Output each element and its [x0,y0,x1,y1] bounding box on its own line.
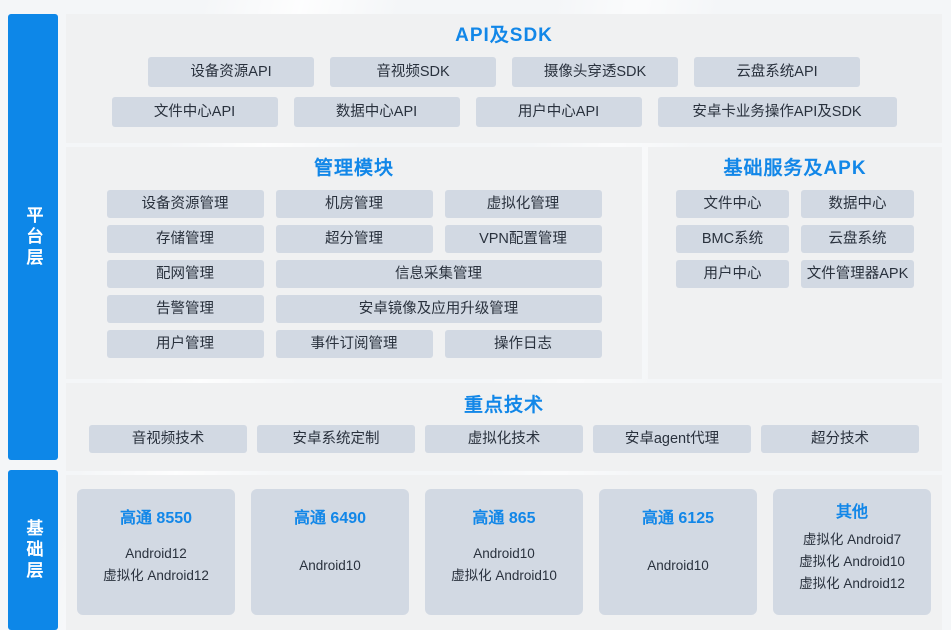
hardware-card-line: 虚拟化 Android7 [802,532,902,547]
hardware-card-line: Android10 [473,546,535,561]
chip-item[interactable]: 设备资源管理 [106,190,264,218]
management-chip-grid: 设备资源管理 机房管理 虚拟化管理 存储管理 超分管理 VPN配置管理 配网管理… [66,190,642,358]
hardware-card-title: 高通 6125 [641,510,715,527]
layer-bar-base: 基础层 [8,470,58,630]
hardware-card-lines: 虚拟化 Android7 虚拟化 Android10 虚拟化 Android12 [799,529,905,595]
layer-bar-base-label: 基础层 [23,518,43,582]
chip-item[interactable]: 超分管理 [275,225,433,253]
management-chip-row: 用户管理 事件订阅管理 操作日志 [76,330,632,358]
service-chip-row: 文件中心 数据中心 [658,190,932,218]
chip-item[interactable]: 告警管理 [106,295,264,323]
hardware-card-line: Android10 [647,558,709,573]
chip-item[interactable]: 安卓系统定制 [257,425,415,453]
section-title-basic-services: 基础服务及APK [723,158,867,179]
hardware-card[interactable]: 高通 865 Android10 虚拟化 Android10 [425,489,583,615]
chip-item[interactable]: 音视频SDK [330,57,496,87]
panel-basic-services-apk: 基础服务及APK 文件中心 数据中心 BMC系统 云盘系统 用户中心 文件管理器… [648,147,942,379]
chip-item[interactable]: 存储管理 [106,225,264,253]
bottom-edge-divider [0,630,951,635]
chip-item[interactable]: 摄像头穿透SDK [512,57,678,87]
tech-chip-grid: 音视频技术 安卓系统定制 虚拟化技术 安卓agent代理 超分技术 [66,425,942,453]
api-chip-grid: 设备资源API 音视频SDK 摄像头穿透SDK 云盘系统API 文件中心API … [66,57,942,127]
chip-item[interactable]: 文件中心API [111,97,278,127]
hardware-card-title: 高通 6490 [293,510,367,527]
chip-item[interactable]: 安卓镜像及应用升级管理 [275,295,602,323]
service-chip-grid: 文件中心 数据中心 BMC系统 云盘系统 用户中心 文件管理器APK [648,190,942,288]
chip-item[interactable]: 云盘系统API [694,57,860,87]
hardware-card-lines: Android12 虚拟化 Android12 [103,543,209,587]
chip-item[interactable]: 安卓卡业务操作API及SDK [657,97,897,127]
management-chip-row: 告警管理 安卓镜像及应用升级管理 [76,295,632,323]
hardware-card-title: 高通 865 [472,510,536,527]
hardware-card-lines: Android10 [647,555,709,577]
panel-base-hardware: 高通 8550 Android12 虚拟化 Android12 高通 6490 … [66,475,942,630]
hardware-card-line: 虚拟化 Android10 [799,553,905,569]
service-chip-row: BMC系统 云盘系统 [658,225,932,253]
panel-management-modules: 管理模块 设备资源管理 机房管理 虚拟化管理 存储管理 超分管理 VPN配置管理… [66,147,642,379]
management-chip-row: 存储管理 超分管理 VPN配置管理 [76,225,632,253]
chip-item[interactable]: 用户中心API [475,97,642,127]
chip-item[interactable]: 配网管理 [106,260,264,288]
chip-item[interactable]: 设备资源API [148,57,314,87]
layer-bar-platform-label: 平台层 [23,205,43,269]
hardware-card-title: 其他 [835,504,868,521]
hardware-card-title: 高通 8550 [119,510,193,527]
api-chip-row: 设备资源API 音视频SDK 摄像头穿透SDK 云盘系统API [66,57,942,87]
tech-chip-row: 音视频技术 安卓系统定制 虚拟化技术 安卓agent代理 超分技术 [66,425,942,453]
hardware-card[interactable]: 高通 6125 Android10 [599,489,757,615]
hardware-card-line: 虚拟化 Android12 [103,567,209,583]
section-title-management: 管理模块 [313,158,394,179]
chip-item[interactable]: 虚拟化管理 [444,190,602,218]
hardware-card-line: 虚拟化 Android10 [451,567,557,583]
chip-item[interactable]: 机房管理 [275,190,433,218]
chip-item[interactable]: 云盘系统 [801,225,914,253]
base-card-row: 高通 8550 Android12 虚拟化 Android12 高通 6490 … [66,475,942,615]
hardware-card-lines: Android10 [299,555,361,577]
section-title-key-technologies: 重点技术 [463,395,544,416]
hardware-card-line: 虚拟化 Android12 [799,575,905,591]
service-chip-row: 用户中心 文件管理器APK [658,260,932,288]
section-title-api-sdk: API及SDK [455,25,553,46]
management-chip-row: 配网管理 信息采集管理 [76,260,632,288]
panel-key-technologies: 重点技术 音视频技术 安卓系统定制 虚拟化技术 安卓agent代理 超分技术 [66,383,942,471]
hardware-card-line: Android10 [299,558,361,573]
chip-item[interactable]: 数据中心 [801,190,914,218]
hardware-card-line: Android12 [125,546,187,561]
chip-item[interactable]: 数据中心API [293,97,460,127]
hardware-card-lines: Android10 虚拟化 Android10 [451,543,557,587]
chip-item[interactable]: 超分技术 [761,425,919,453]
chip-item[interactable]: 文件管理器APK [801,260,914,288]
chip-item[interactable]: BMC系统 [676,225,789,253]
chip-item[interactable]: 安卓agent代理 [593,425,751,453]
chip-item[interactable]: 文件中心 [676,190,789,218]
chip-item[interactable]: 用户中心 [676,260,789,288]
chip-item[interactable]: VPN配置管理 [444,225,602,253]
hardware-card[interactable]: 高通 6490 Android10 [251,489,409,615]
chip-item[interactable]: 操作日志 [444,330,602,358]
panel-api-sdk: API及SDK 设备资源API 音视频SDK 摄像头穿透SDK 云盘系统API … [66,14,942,143]
chip-item[interactable]: 用户管理 [106,330,264,358]
management-chip-row: 设备资源管理 机房管理 虚拟化管理 [76,190,632,218]
api-chip-row: 文件中心API 数据中心API 用户中心API 安卓卡业务操作API及SDK [66,97,942,127]
chip-item[interactable]: 音视频技术 [89,425,247,453]
hardware-card[interactable]: 高通 8550 Android12 虚拟化 Android12 [77,489,235,615]
hardware-card[interactable]: 其他 虚拟化 Android7 虚拟化 Android10 虚拟化 Androi… [773,489,931,615]
chip-item[interactable]: 信息采集管理 [275,260,602,288]
chip-item[interactable]: 虚拟化技术 [425,425,583,453]
layer-bar-platform: 平台层 [8,14,58,460]
chip-item[interactable]: 事件订阅管理 [275,330,433,358]
